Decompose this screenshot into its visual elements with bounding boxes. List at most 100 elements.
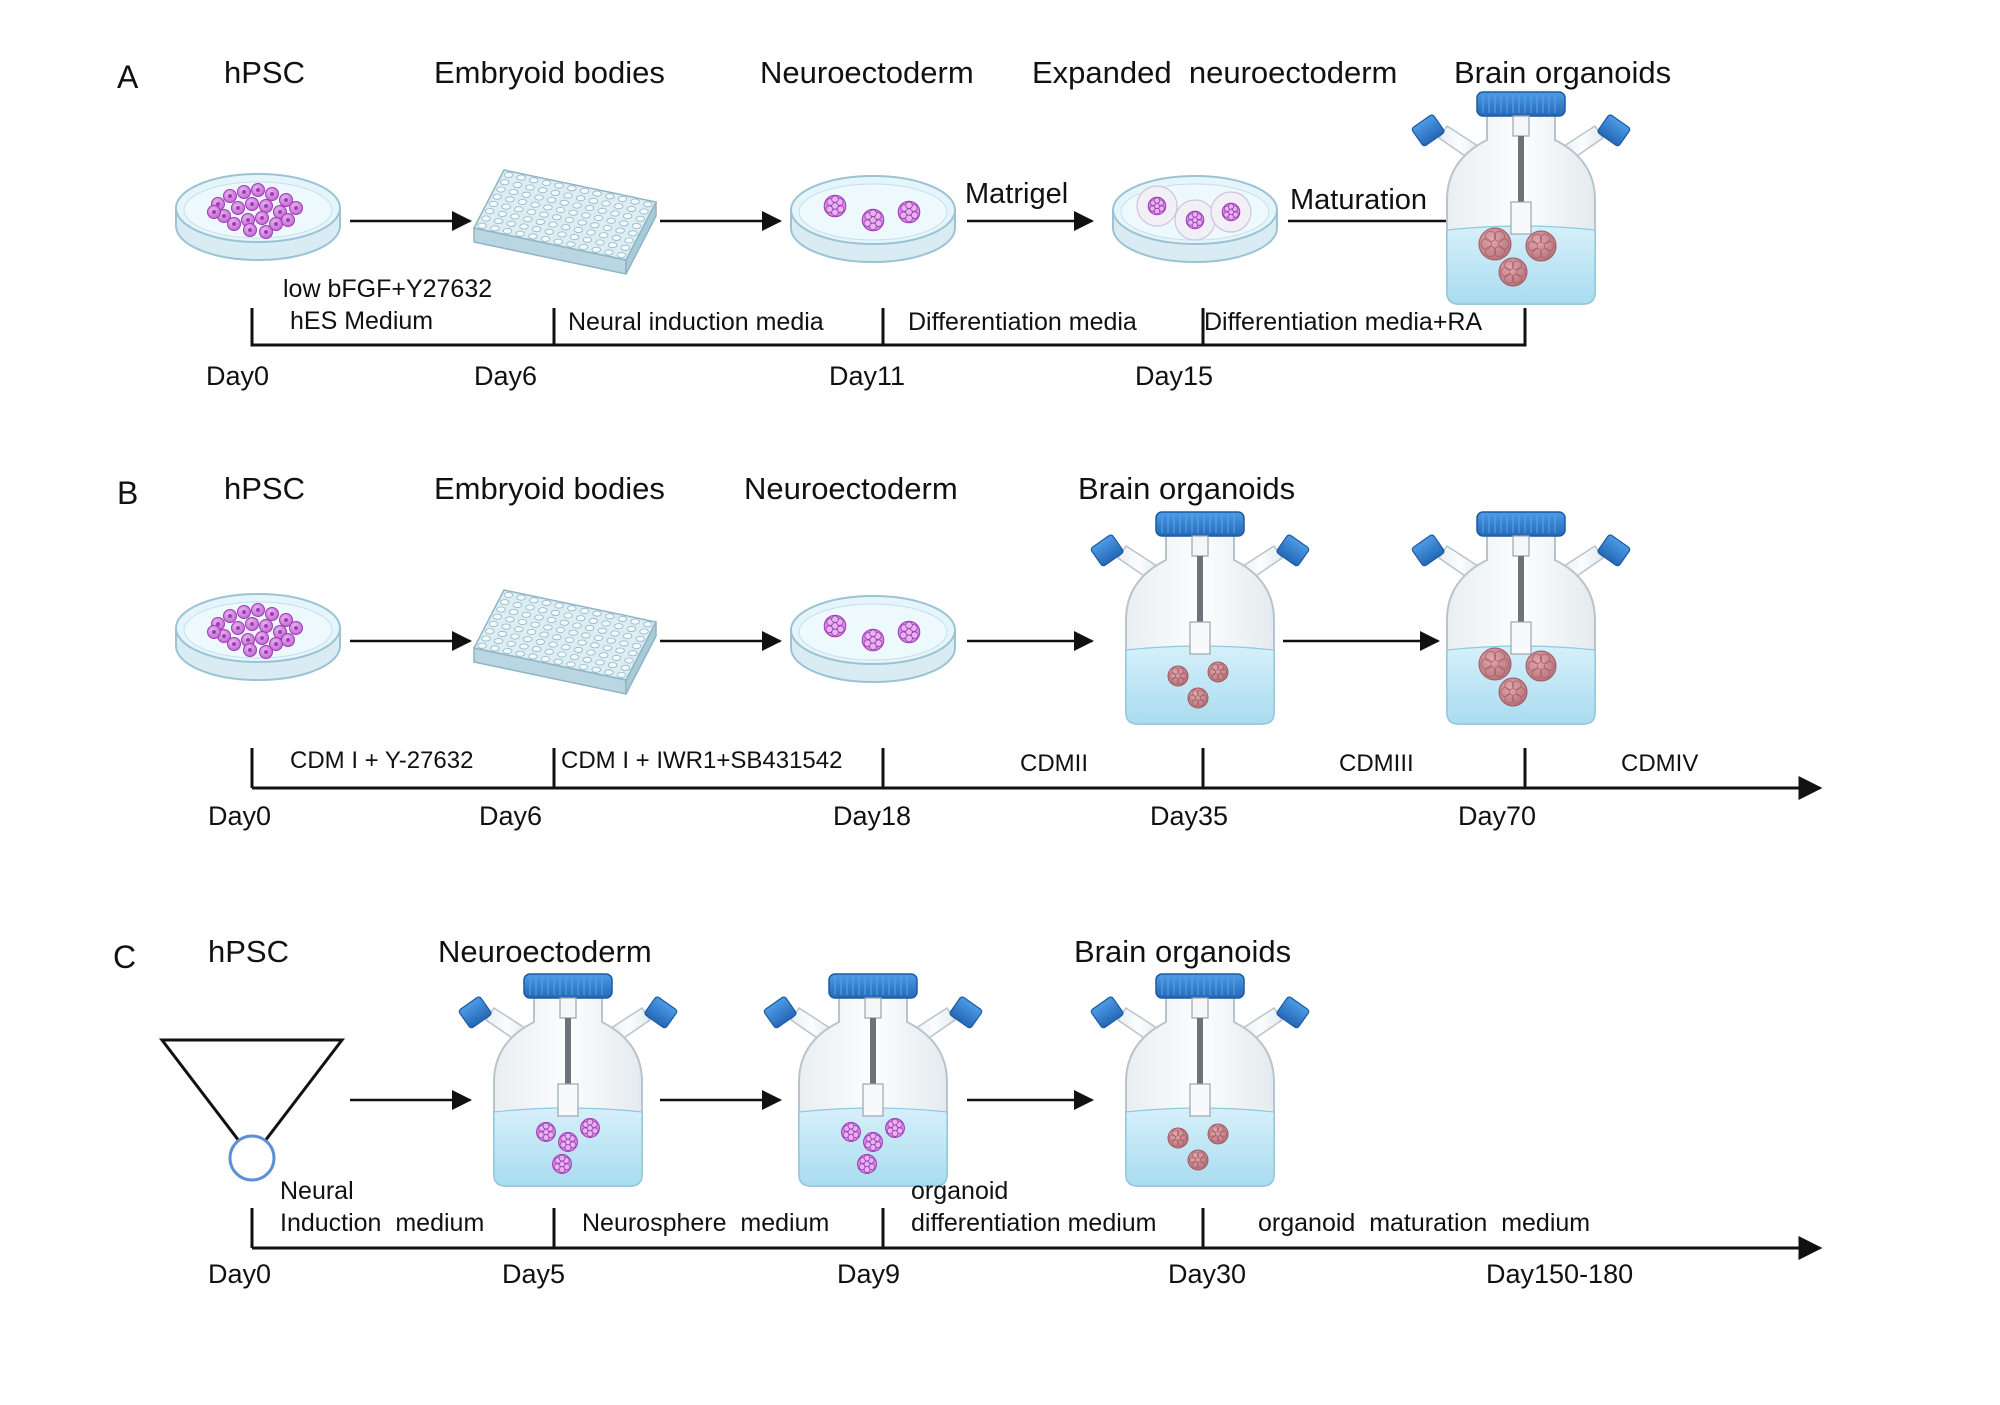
well-plate-icon: [472, 169, 658, 275]
cell-mark: [255, 631, 269, 645]
stage-brain-organoids: Brain organoids: [1074, 934, 1292, 969]
cell-mark: [289, 201, 303, 215]
cell-mark: [237, 605, 251, 619]
organoid-mark: [1207, 1123, 1229, 1145]
cell-mark: [243, 223, 257, 237]
medium-label: CDMIII: [1339, 750, 1414, 777]
day-label: Day18: [833, 801, 912, 831]
organoid-mark: [1187, 1149, 1209, 1171]
day-label: Day5: [502, 1259, 566, 1289]
cell-mark: [207, 625, 221, 639]
medium-label: organoid maturation medium: [1258, 1209, 1591, 1237]
cell-cluster: [841, 1122, 861, 1142]
stage-neuroectoderm: Neuroectoderm: [760, 55, 974, 90]
organoid-mark: [1498, 677, 1528, 707]
organoid-mark: [1207, 661, 1229, 683]
cell-cluster: [897, 620, 921, 644]
medium-label: CDMIV: [1621, 750, 1699, 777]
timeline-b: [250, 748, 1823, 800]
organoid-mark: [1498, 257, 1528, 287]
cell-mark: [231, 621, 245, 635]
day-label: Day35: [1150, 801, 1229, 831]
cell-mark: [251, 183, 265, 197]
petri-dish-icon: [175, 173, 341, 261]
cell-cluster: [580, 1118, 600, 1138]
day-label: Day0: [208, 1259, 272, 1289]
spinner-flask-icon: [1411, 511, 1631, 725]
spinner-flask-icon: [1090, 511, 1310, 725]
cell-cluster: [558, 1132, 578, 1152]
cell-cluster: [536, 1122, 556, 1142]
medium-label: Neural induction media: [568, 308, 824, 336]
cell-cluster: [552, 1154, 572, 1174]
petri-dish-icon: [790, 175, 956, 263]
stage-embryoid-bodies: Embryoid bodies: [434, 471, 665, 506]
day-label: Day0: [206, 361, 270, 391]
medium-label: Differentiation media: [908, 308, 1137, 336]
day-label: Day30: [1168, 1259, 1247, 1289]
medium-label: Induction medium: [280, 1209, 485, 1237]
day-label: Day15: [1135, 361, 1214, 391]
cell-mark: [223, 189, 237, 203]
cell-cluster: [823, 194, 847, 218]
arrow-label-matrigel: Matrigel: [965, 178, 1069, 210]
organoid-mark: [1478, 647, 1512, 681]
cell-mark: [265, 607, 279, 621]
medium-label: hES Medium: [290, 307, 434, 335]
cell-mark: [245, 617, 259, 631]
panel-letter-a: A: [117, 59, 139, 95]
cell-mark: [207, 205, 221, 219]
medium-label: organoid: [911, 1177, 1009, 1205]
spinner-flask-icon: [458, 973, 678, 1187]
cell-mark: [281, 213, 295, 227]
cell-mark: [289, 621, 303, 635]
organoid-mark: [1167, 665, 1189, 687]
day-label: Day11: [829, 361, 906, 391]
petri-dish-icon: [790, 595, 956, 683]
day-label: Day6: [479, 801, 543, 831]
stage-hpsc: hPSC: [224, 471, 305, 506]
stage-brain-organoids: Brain organoids: [1078, 471, 1296, 506]
medium-label: Neurosphere medium: [582, 1209, 830, 1237]
stage-neuroectoderm: Neuroectoderm: [438, 934, 652, 969]
spinner-flask-icon: [1090, 973, 1310, 1187]
well-plate-icon: [472, 589, 658, 695]
stage-hpsc: hPSC: [224, 55, 305, 90]
organoid-mark: [1187, 687, 1209, 709]
day-label: Day9: [837, 1259, 901, 1289]
panel-letter-c: C: [113, 939, 137, 975]
organoid-mark: [1525, 230, 1557, 262]
medium-label: CDMII: [1020, 750, 1088, 777]
stage-expanded-neuroectoderm: Expanded neuroectoderm: [1032, 55, 1398, 90]
medium-label: Neural: [280, 1177, 354, 1205]
cell-mark: [259, 199, 273, 213]
petri-dish-icon: [1112, 175, 1278, 263]
cell-cluster: [861, 628, 885, 652]
medium-label: CDM I + IWR1+SB431542: [561, 747, 843, 774]
cell-mark: [255, 211, 269, 225]
stage-neuroectoderm: Neuroectoderm: [744, 471, 958, 506]
organoid-mark: [1478, 227, 1512, 261]
cell-cluster: [1185, 210, 1205, 230]
cell-mark: [227, 217, 241, 231]
arrow-label-maturation: Maturation: [1290, 184, 1428, 216]
cell-mark: [265, 187, 279, 201]
cell-cluster: [823, 614, 847, 638]
cell-cluster: [857, 1154, 877, 1174]
process-arrows: [350, 211, 1466, 1110]
cell-mark: [243, 643, 257, 657]
medium-label: Differentiation media+RA: [1204, 308, 1483, 336]
cell-mark: [227, 637, 241, 651]
stage-brain-organoids: Brain organoids: [1454, 55, 1672, 90]
cell-mark: [231, 201, 245, 215]
cell-mark: [237, 185, 251, 199]
panel-letter-b: B: [117, 475, 139, 511]
day-label: Day0: [208, 801, 272, 831]
day-label: Day150-180: [1486, 1259, 1634, 1289]
day-label: Day6: [474, 361, 538, 391]
cell-cluster: [897, 200, 921, 224]
timeline-a: [250, 308, 1527, 347]
day-label: Day70: [1458, 801, 1537, 831]
cell-mark: [259, 225, 273, 239]
cell-cluster: [885, 1118, 905, 1138]
